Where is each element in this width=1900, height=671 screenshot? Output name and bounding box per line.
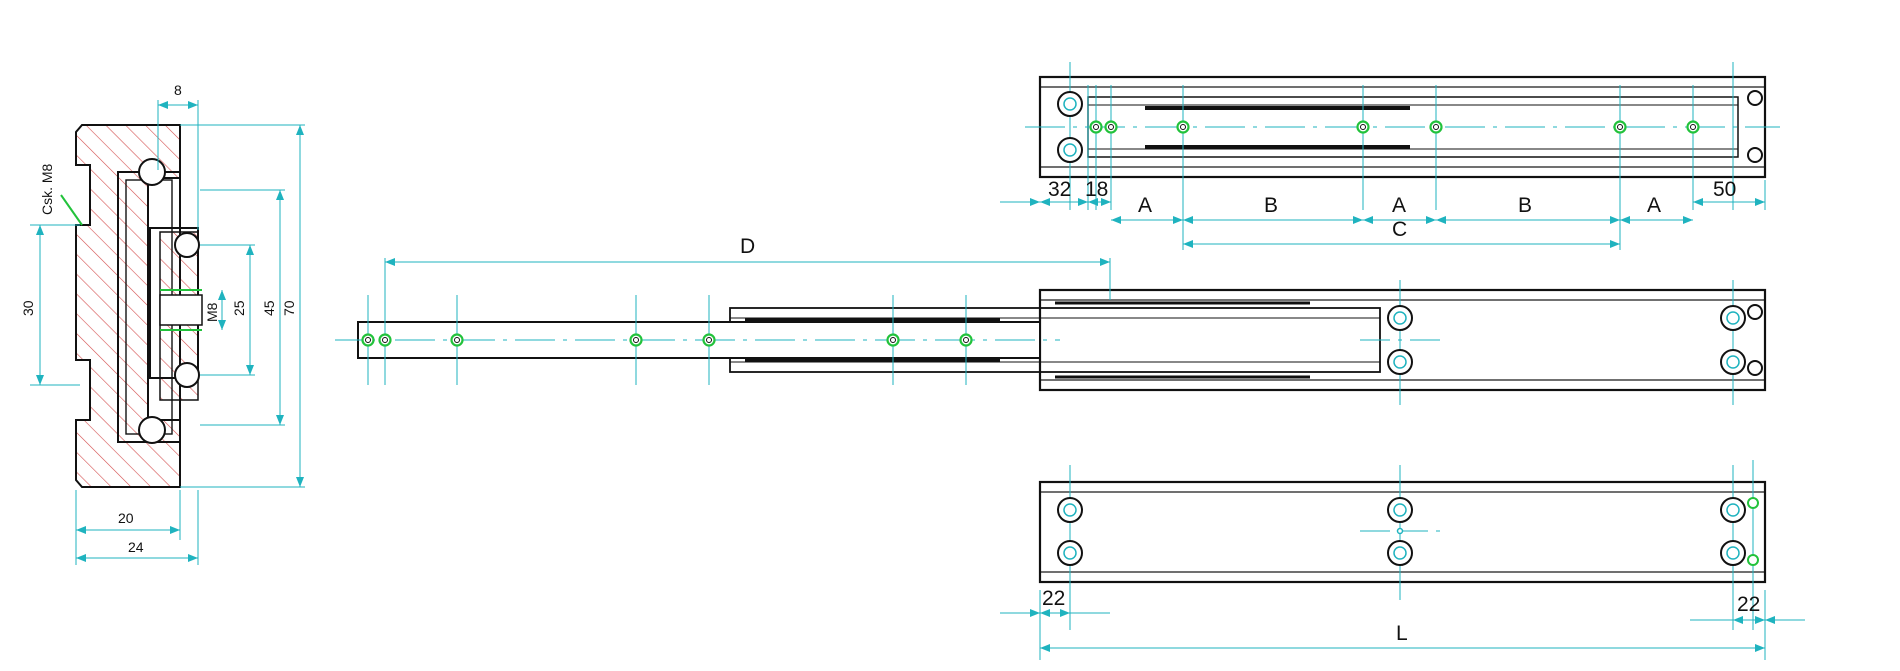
slider-hole xyxy=(1613,120,1627,134)
top-view: 32 18 A B A B A 50 C xyxy=(1000,62,1780,250)
dim-c: C xyxy=(1392,218,1407,241)
mounting-hole xyxy=(1387,497,1413,523)
dim-30: 30 xyxy=(20,300,36,316)
mounting-hole xyxy=(1387,305,1413,331)
slider-hole xyxy=(1686,120,1700,134)
mounting-hole xyxy=(1387,540,1413,566)
dim-screw: M8 xyxy=(204,302,220,322)
slider-hole xyxy=(702,333,716,347)
mounting-hole xyxy=(1387,349,1413,375)
slider-hole xyxy=(450,333,464,347)
ball-bottom-inner xyxy=(174,362,200,388)
dimension-lines-section xyxy=(30,100,305,565)
outer-rail xyxy=(1038,288,1767,392)
mounting-hole xyxy=(1057,497,1083,523)
slider-hole xyxy=(886,333,900,347)
dim-a1: A xyxy=(1138,194,1152,217)
end-stop-hole xyxy=(1747,554,1759,566)
slider-hole xyxy=(1104,120,1118,134)
slider-hole xyxy=(959,333,973,347)
mounting-hole xyxy=(1720,540,1746,566)
dimension-lines-bottom xyxy=(1000,609,1805,652)
dim-top-width: 8 xyxy=(174,82,182,98)
dim-b2: B xyxy=(1518,194,1532,217)
slider-hole xyxy=(629,333,643,347)
ball-top-outer xyxy=(138,158,166,186)
dim-length: L xyxy=(1396,622,1408,645)
dim-a2: A xyxy=(1392,194,1406,217)
mounting-hole xyxy=(1057,540,1083,566)
mounting-hole-top xyxy=(1057,137,1083,163)
center-mark xyxy=(1396,527,1404,535)
slider-hole xyxy=(378,333,392,347)
dim-24: 24 xyxy=(128,539,144,555)
slider-hole xyxy=(1429,120,1443,134)
dim-stroke: D xyxy=(740,235,755,258)
dim-45: 45 xyxy=(261,300,277,316)
dim-bottom-left: 22 xyxy=(1042,587,1065,610)
dim-25: 25 xyxy=(231,300,247,316)
outer-rail-inner xyxy=(1039,491,1766,573)
screw-slot xyxy=(159,294,203,326)
end-stop-hole xyxy=(1747,304,1763,320)
end-stop-hole xyxy=(1747,90,1763,106)
slider-hole xyxy=(1089,120,1103,134)
slider-hole xyxy=(361,333,375,347)
extended-view: D xyxy=(335,235,1767,405)
dim-bottom-right: 22 xyxy=(1737,593,1760,616)
mounting-hole xyxy=(1720,349,1746,375)
cross-section-view: Csk. M8 8 M8 25 45 70 30 20 24 xyxy=(20,82,305,565)
dim-end-offset: 32 xyxy=(1048,178,1071,201)
dimension-lines-top xyxy=(1000,198,1765,248)
bottom-view: 22 22 L xyxy=(1000,460,1805,660)
mounting-hole xyxy=(1720,305,1746,331)
csk-leader xyxy=(60,194,83,226)
ball-top-inner xyxy=(174,232,200,258)
end-stop-hole xyxy=(1747,360,1763,376)
dim-end-right: 50 xyxy=(1713,178,1736,201)
slider-hole xyxy=(1356,120,1370,134)
mounting-hole xyxy=(1720,497,1746,523)
dim-hole-offset: 18 xyxy=(1085,178,1108,201)
csk-callout: Csk. M8 xyxy=(39,163,55,215)
dim-b1: B xyxy=(1264,194,1278,217)
mounting-hole-top xyxy=(1057,91,1083,117)
end-stop-hole xyxy=(1747,497,1759,509)
end-stop-hole xyxy=(1747,147,1763,163)
dim-20: 20 xyxy=(118,510,134,526)
slider-hole xyxy=(1176,120,1190,134)
ball-bottom-outer xyxy=(138,416,166,444)
dim-70: 70 xyxy=(281,300,297,316)
dim-a3: A xyxy=(1647,194,1661,217)
